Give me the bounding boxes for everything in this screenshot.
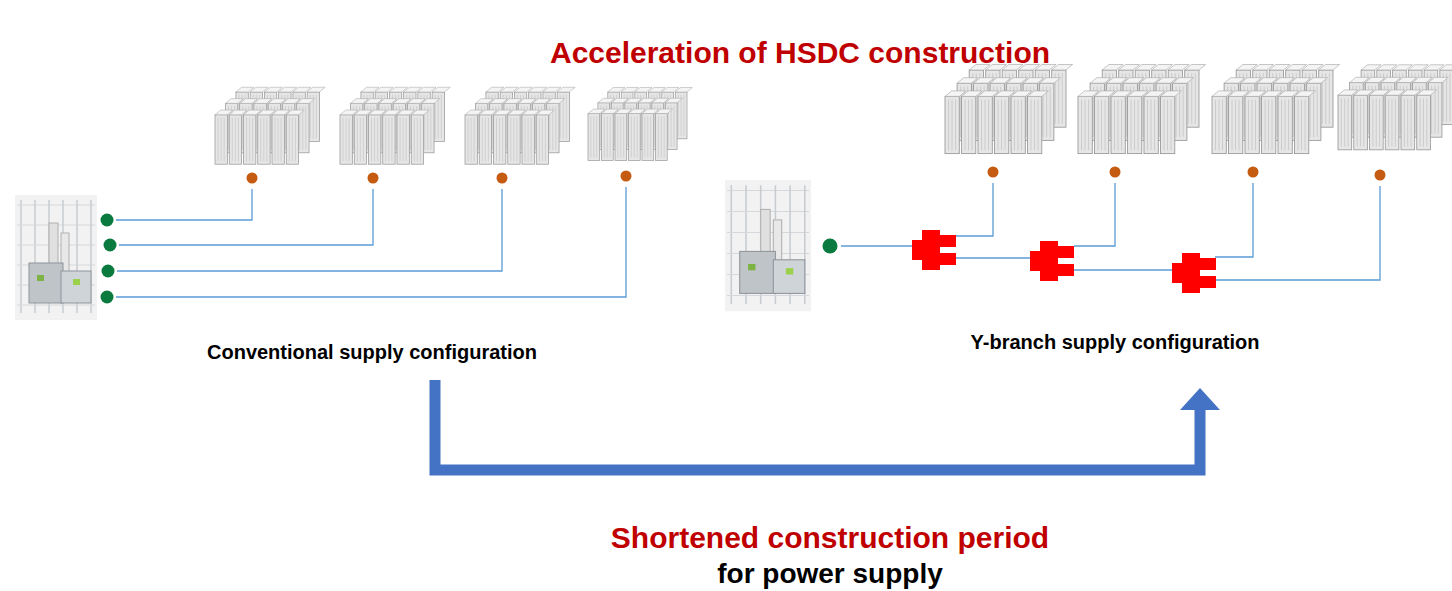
terminal-ring [982, 161, 1004, 183]
power-plant [15, 195, 97, 320]
terminal-ring [1104, 161, 1126, 183]
power-plant [725, 180, 811, 311]
load-terminal [368, 173, 379, 184]
arrow-head [1180, 388, 1220, 410]
rack-cluster [1212, 65, 1340, 154]
server-racks [215, 65, 1452, 165]
y-branch-connector [912, 230, 956, 270]
rack-cluster [340, 87, 450, 164]
transition-arrow [435, 380, 1200, 470]
load-terminals [241, 161, 1391, 189]
rack-cluster [1078, 65, 1206, 154]
y-branch-connector [1030, 241, 1074, 281]
load-terminal [621, 171, 632, 182]
load-terminal [1248, 167, 1259, 178]
config-label: Conventional supply configuration [207, 341, 537, 364]
supply-lines [107, 172, 1380, 297]
load-terminal [1110, 167, 1121, 178]
diagram-title: Acceleration of HSDC construction [550, 36, 1050, 71]
config-label: Y-branch supply configuration [971, 331, 1260, 354]
benefit-label: for power supply [717, 558, 943, 590]
terminals [98, 211, 841, 306]
rack-cluster [1338, 65, 1452, 150]
terminal-ring [491, 167, 513, 189]
power-plants [15, 180, 811, 320]
terminal-ring [1242, 161, 1264, 183]
terminal-ring [1369, 164, 1391, 186]
load-terminal [247, 173, 258, 184]
rack-cluster [465, 87, 575, 164]
terminal-ring [241, 167, 263, 189]
rack-cluster [945, 65, 1073, 154]
rack-cluster [588, 88, 692, 161]
benefit-label: Shortened construction period [611, 521, 1049, 556]
terminal-ring [615, 165, 637, 187]
load-terminal [988, 167, 999, 178]
y-branch-connector [1172, 253, 1216, 293]
y-branch-connectors [912, 230, 1216, 293]
rack-cluster [215, 87, 325, 164]
load-terminal [497, 173, 508, 184]
load-terminal [1375, 170, 1386, 181]
terminal-ring [362, 167, 384, 189]
